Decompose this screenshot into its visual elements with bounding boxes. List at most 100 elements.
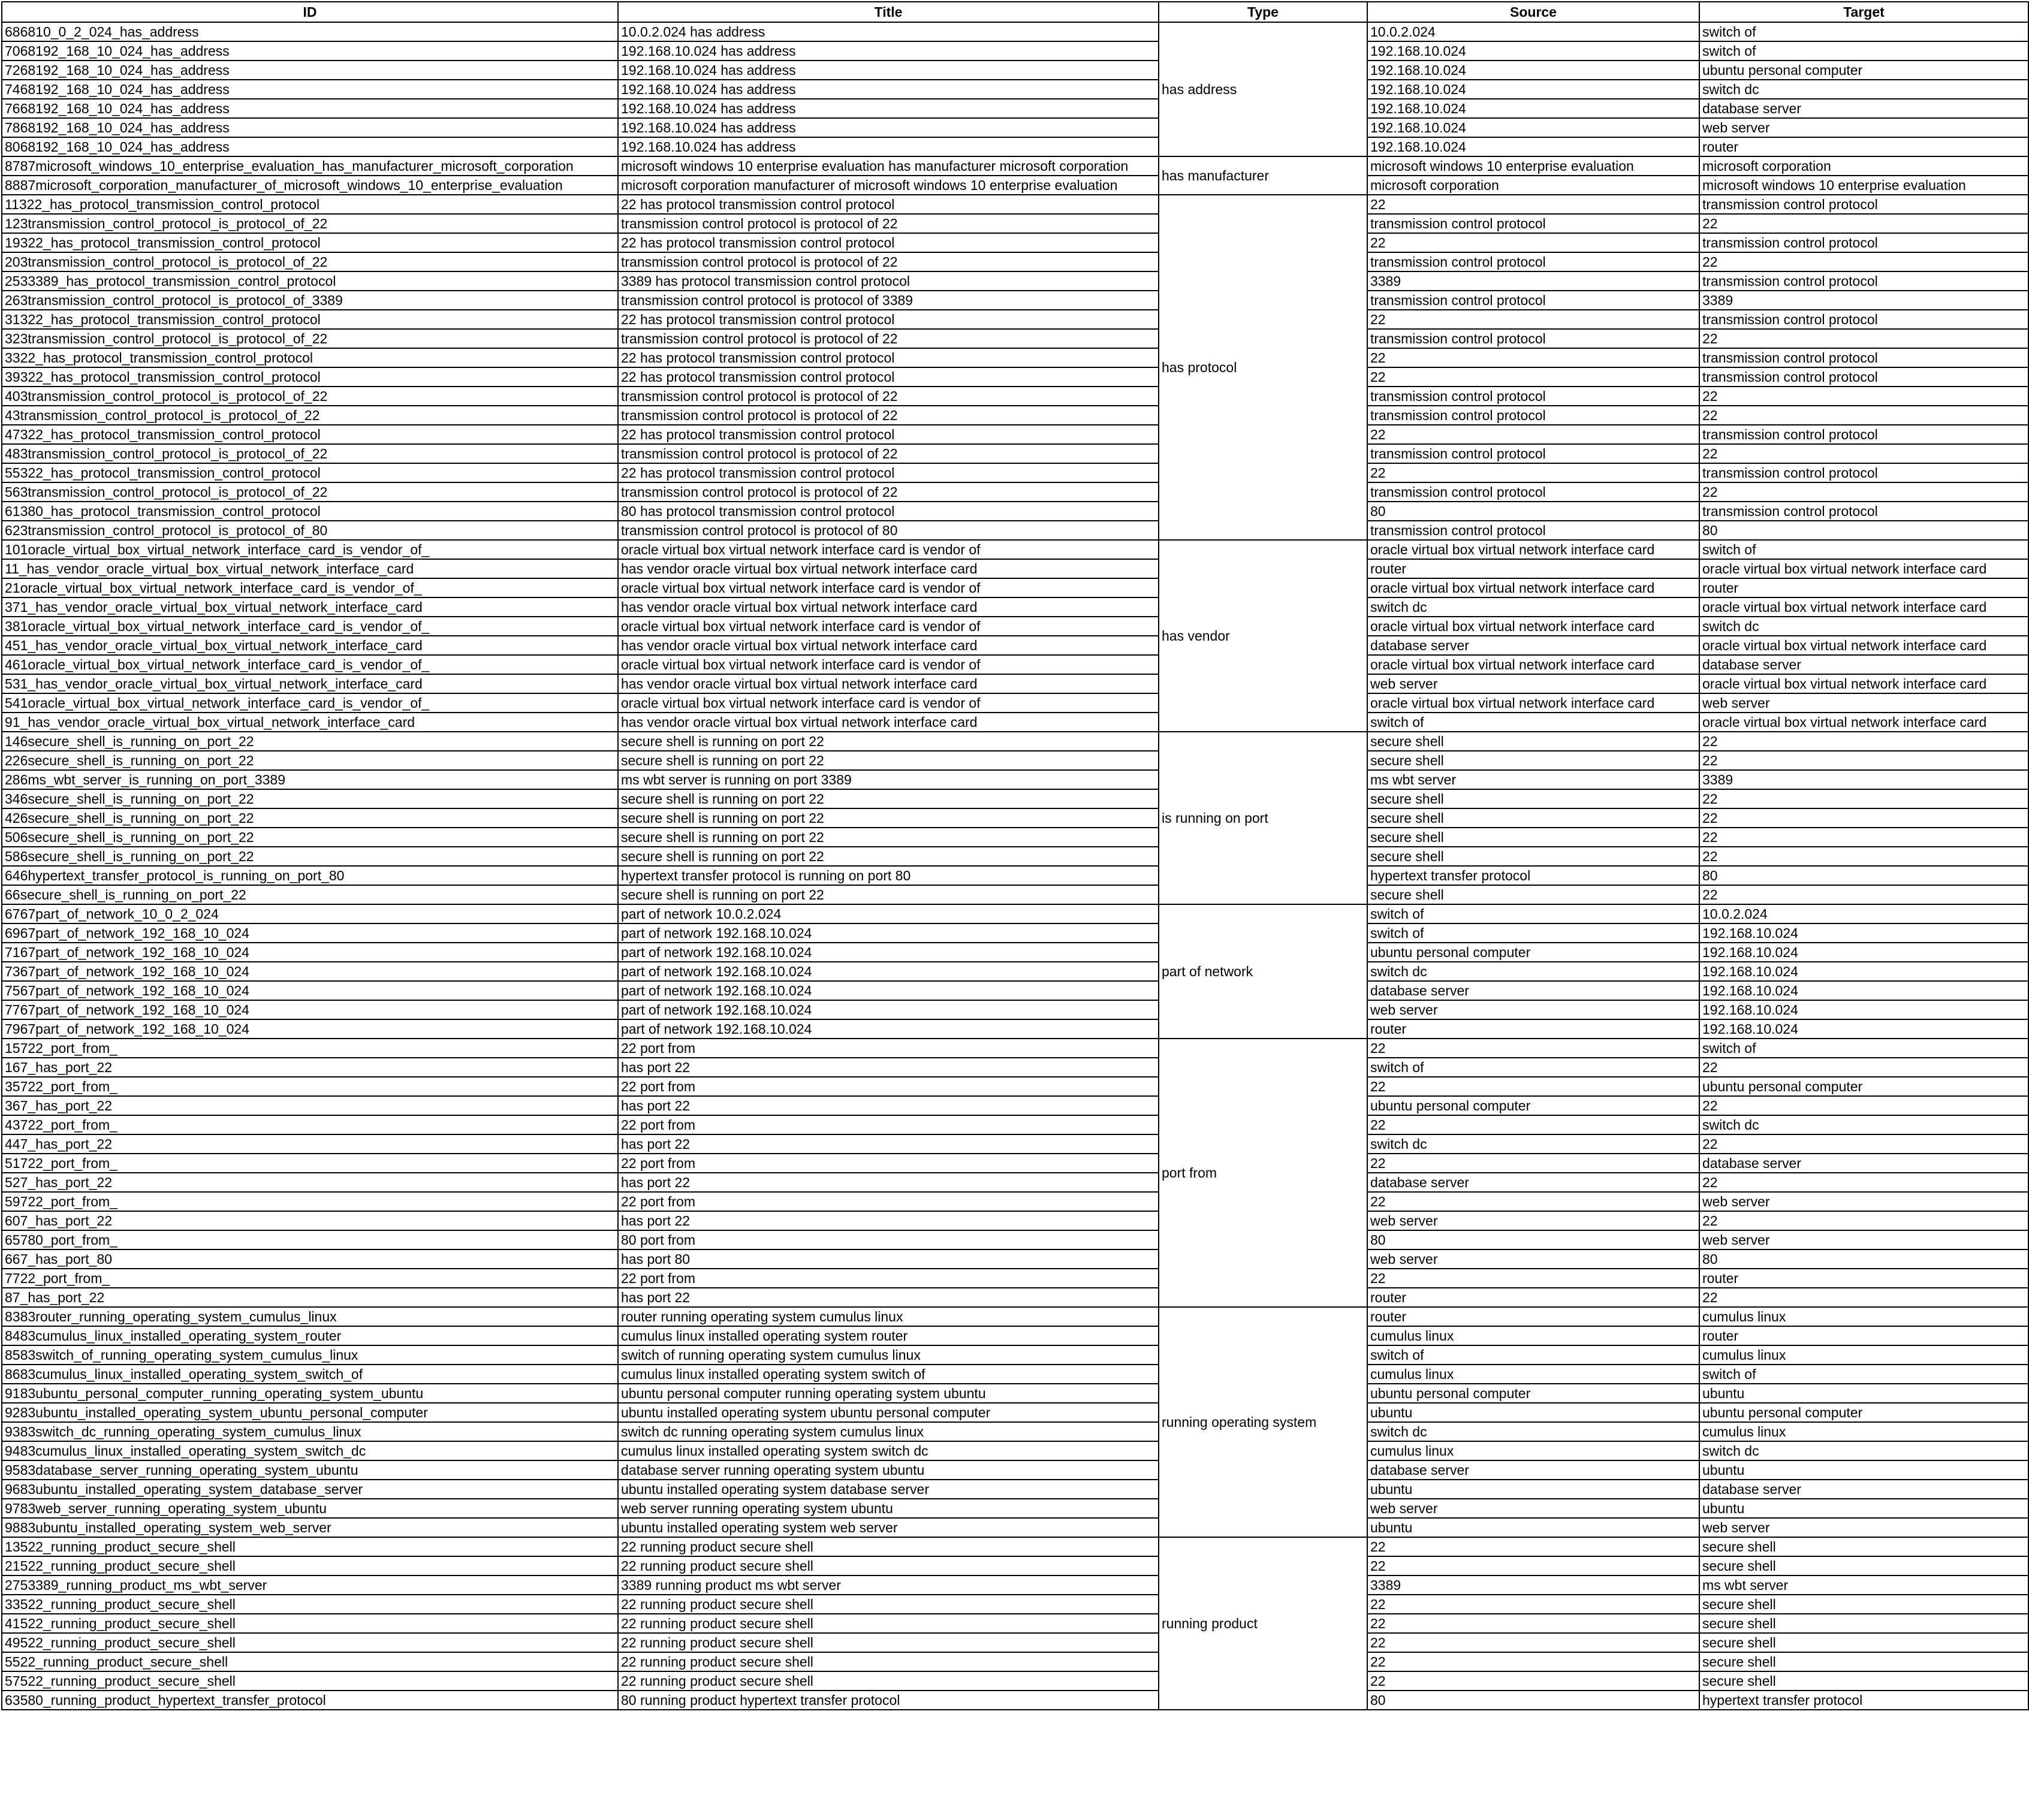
cell-source: web server (1367, 674, 1700, 694)
cell-target: transmission control protocol (1699, 194, 2029, 215)
cell-title: 3389 has protocol transmission control p… (617, 271, 1159, 291)
cell-source: 22 (1367, 309, 1700, 330)
cell-id: 646hypertext_transfer_protocol_is_runnin… (1, 865, 619, 886)
cell-source: ubuntu personal computer (1367, 942, 1700, 962)
table-row: 9783web_server_running_operating_system_… (1, 1498, 2029, 1519)
cell-id: 43722_port_from_ (1, 1115, 619, 1135)
cell-title: part of network 192.168.10.024 (617, 923, 1159, 943)
cell-source: database server (1367, 980, 1700, 1001)
table-row: 563transmission_control_protocol_is_prot… (1, 482, 2029, 502)
cell-target: secure shell (1699, 1652, 2029, 1672)
cell-id: 667_has_port_80 (1, 1249, 619, 1269)
cell-target: web server (1699, 1230, 2029, 1250)
cell-title: ubuntu personal computer running operati… (617, 1383, 1159, 1404)
cell-target: switch dc (1699, 79, 2029, 99)
cell-id: 9183ubuntu_personal_computer_running_ope… (1, 1383, 619, 1404)
table-row: 8887microsoft_corporation_manufacturer_o… (1, 175, 2029, 195)
cell-target: 22 (1699, 827, 2029, 847)
cell-title: has vendor oracle virtual box virtual ne… (617, 712, 1159, 732)
cell-source: ubuntu personal computer (1367, 1383, 1700, 1404)
cell-target: secure shell (1699, 1671, 2029, 1691)
table-row: 19322_has_protocol_transmission_control_… (1, 233, 2029, 253)
cell-target: oracle virtual box virtual network inter… (1699, 559, 2029, 579)
cell-title: 22 running product secure shell (617, 1632, 1159, 1653)
table-row: 541oracle_virtual_box_virtual_network_in… (1, 693, 2029, 713)
cell-id: 7567part_of_network_192_168_10_024 (1, 980, 619, 1001)
edge-table: ID Title Type Source Target 686810_0_2_0… (1, 1, 2029, 1710)
cell-target: 22 (1699, 750, 2029, 771)
table-row: 9383switch_dc_running_operating_system_c… (1, 1421, 2029, 1442)
cell-id: 43transmission_control_protocol_is_proto… (1, 405, 619, 425)
cell-id: 483transmission_control_protocol_is_prot… (1, 443, 619, 464)
cell-id: 2533389_has_protocol_transmission_contro… (1, 271, 619, 291)
cell-title: has vendor oracle virtual box virtual ne… (617, 559, 1159, 579)
table-row: 9483cumulus_linux_installed_operating_sy… (1, 1441, 2029, 1461)
cell-type: running product (1158, 1537, 1368, 1710)
cell-source: 22 (1367, 424, 1700, 445)
cell-source: transmission control protocol (1367, 328, 1700, 349)
cell-id: 403transmission_control_protocol_is_prot… (1, 386, 619, 406)
cell-source: 192.168.10.024 (1367, 98, 1700, 119)
cell-target: 80 (1699, 1249, 2029, 1269)
cell-title: transmission control protocol is protoco… (617, 443, 1159, 464)
cell-id: 21522_running_product_secure_shell (1, 1556, 619, 1576)
cell-id: 47322_has_protocol_transmission_control_… (1, 424, 619, 445)
cell-id: 13522_running_product_secure_shell (1, 1537, 619, 1557)
cell-id: 531_has_vendor_oracle_virtual_box_virtua… (1, 674, 619, 694)
cell-title: switch of running operating system cumul… (617, 1345, 1159, 1365)
cell-id: 9583database_server_running_operating_sy… (1, 1460, 619, 1480)
cell-target: microsoft corporation (1699, 156, 2029, 176)
cell-source: cumulus linux (1367, 1326, 1700, 1346)
cell-title: 22 running product secure shell (617, 1594, 1159, 1614)
cell-target: transmission control protocol (1699, 501, 2029, 521)
cell-source: switch of (1367, 904, 1700, 924)
cell-target: switch of (1699, 41, 2029, 61)
table-row: 9183ubuntu_personal_computer_running_ope… (1, 1383, 2029, 1404)
cell-target: switch of (1699, 1364, 2029, 1384)
cell-id: 541oracle_virtual_box_virtual_network_in… (1, 693, 619, 713)
cell-target: 192.168.10.024 (1699, 980, 2029, 1001)
cell-type: running operating system (1158, 1306, 1368, 1538)
cell-target: 80 (1699, 520, 2029, 541)
cell-target: 22 (1699, 885, 2029, 905)
cell-source: switch dc (1367, 1421, 1700, 1442)
cell-source: 22 (1367, 194, 1700, 215)
cell-target: router (1699, 578, 2029, 598)
cell-source: secure shell (1367, 731, 1700, 751)
cell-title: oracle virtual box virtual network inter… (617, 578, 1159, 598)
cell-id: 7167part_of_network_192_168_10_024 (1, 942, 619, 962)
cell-id: 7268192_168_10_024_has_address (1, 60, 619, 80)
cell-source: ubuntu (1367, 1479, 1700, 1499)
cell-title: microsoft windows 10 enterprise evaluati… (617, 156, 1159, 176)
cell-target: cumulus linux (1699, 1345, 2029, 1365)
cell-id: 39322_has_protocol_transmission_control_… (1, 367, 619, 387)
table-row: 531_has_vendor_oracle_virtual_box_virtua… (1, 674, 2029, 694)
cell-id: 323transmission_control_protocol_is_prot… (1, 328, 619, 349)
cell-target: 192.168.10.024 (1699, 942, 2029, 962)
cell-id: 5522_running_product_secure_shell (1, 1652, 619, 1672)
cell-id: 61380_has_protocol_transmission_control_… (1, 501, 619, 521)
cell-title: has port 22 (617, 1095, 1159, 1116)
table-row: 451_has_vendor_oracle_virtual_box_virtua… (1, 635, 2029, 656)
cell-target: 192.168.10.024 (1699, 1000, 2029, 1020)
cell-target: database server (1699, 98, 2029, 119)
cell-target: secure shell (1699, 1632, 2029, 1653)
cell-title: transmission control protocol is protoco… (617, 328, 1159, 349)
cell-target: web server (1699, 1517, 2029, 1538)
cell-id: 7468192_168_10_024_has_address (1, 79, 619, 99)
cell-source: microsoft windows 10 enterprise evaluati… (1367, 156, 1700, 176)
cell-id: 8583switch_of_running_operating_system_c… (1, 1345, 619, 1365)
header-row: ID Title Type Source Target (1, 1, 2029, 23)
